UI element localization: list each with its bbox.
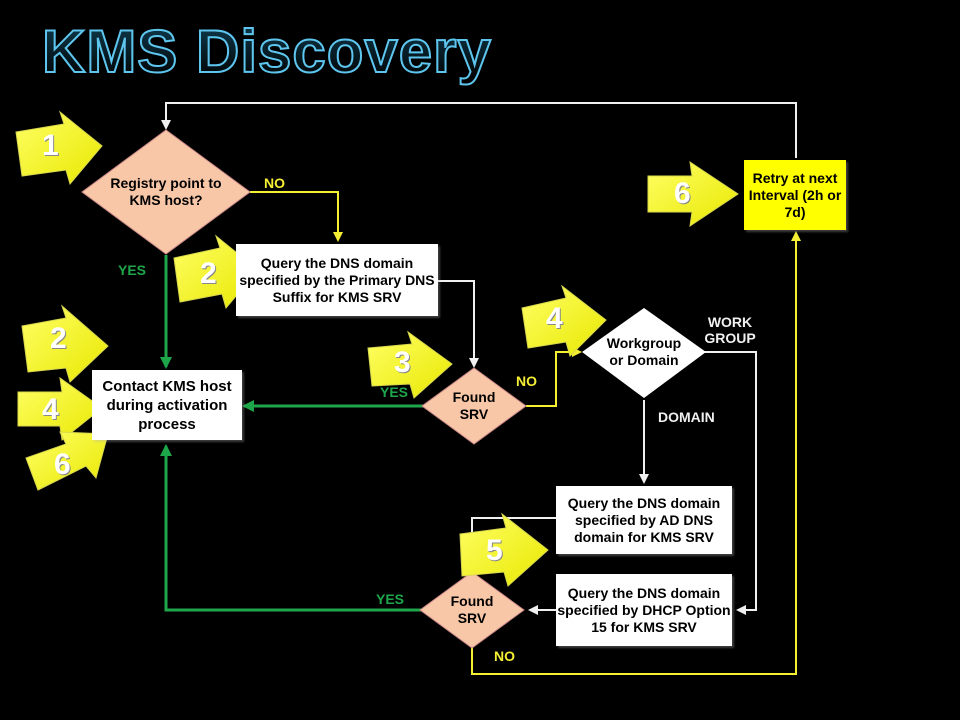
page-title: KMS Discovery xyxy=(41,21,492,83)
callout-number-query-ad: 5 xyxy=(486,534,503,567)
workgroup-decision-diamond xyxy=(582,308,706,398)
edge-found2-yes xyxy=(160,444,424,612)
workgroup-decision-text: Workgroup or Domain xyxy=(606,335,682,368)
retry-box: Retry at next Interval (2h or 7d) xyxy=(744,160,846,230)
callout-arrow-contact-b xyxy=(17,376,103,441)
found-srv-1-label: Found SRV xyxy=(446,388,502,424)
callout-number-query-primary: 2 xyxy=(200,257,217,290)
callout-arrow-registry xyxy=(15,110,103,186)
callout-number-retry: 6 xyxy=(674,177,691,210)
found-srv-1-diamond xyxy=(421,367,527,445)
retry-text: Retry at next Interval (2h or 7d) xyxy=(748,169,842,220)
callout-number-contact-b: 4 xyxy=(42,393,59,426)
callout-arrow-contact-a xyxy=(21,304,109,383)
found-srv-2-text: Found SRV xyxy=(450,593,494,626)
edge-label-workgroup: WORK GROUP xyxy=(704,314,756,346)
callout-arrow-found-srv-1 xyxy=(367,330,453,399)
edge-label-found1-yes: YES xyxy=(380,384,409,400)
query-ad-dns-text: Query the DNS domain specified by AD DNS… xyxy=(567,494,721,545)
query-dhcp-text: Query the DNS domain specified by DHCP O… xyxy=(557,584,731,635)
callout-number-contact-a: 2 xyxy=(50,322,67,355)
callout-arrow-workgroup xyxy=(521,284,607,357)
edge-label-found2-yes: YES xyxy=(376,591,405,607)
edge-found1-no xyxy=(526,347,582,407)
callout-arrow-query-ad xyxy=(459,512,549,587)
callout-arrow-contact-c xyxy=(25,431,109,491)
callout-number-registry: 1 xyxy=(42,129,59,162)
found-srv-2-diamond xyxy=(419,571,525,649)
edge-label-found1-no: NO xyxy=(516,373,537,389)
callout-number-found-srv-1: 3 xyxy=(394,346,411,379)
query-dhcp-box: Query the DNS domain specified by DHCP O… xyxy=(556,574,732,646)
edge-retry-loop xyxy=(161,102,797,158)
contact-kms-box: Contact KMS host during activation proce… xyxy=(92,370,242,440)
edge-label-domain: DOMAIN xyxy=(658,409,715,425)
registry-decision-label: Registry point to KMS host? xyxy=(100,170,232,214)
edge-found2-no xyxy=(471,231,801,675)
edge-label-registry-no: NO xyxy=(264,175,285,191)
edge-registry-no xyxy=(248,191,343,242)
edge-query-primary-to-found xyxy=(438,280,479,368)
workgroup-decision-label: Workgroup or Domain xyxy=(598,334,690,370)
contact-kms-text: Contact KMS host during activation proce… xyxy=(102,377,232,433)
callout-arrow-retry xyxy=(647,160,739,228)
page-title-text: KMS Discovery xyxy=(41,18,492,85)
query-primary-dns-text: Query the DNS domain specified by the Pr… xyxy=(239,254,435,305)
edge-label-found2-no: NO xyxy=(494,648,515,664)
callout-number-contact-c: 6 xyxy=(54,448,71,481)
query-primary-dns-box: Query the DNS domain specified by the Pr… xyxy=(236,244,438,316)
found-srv-2-label: Found SRV xyxy=(444,592,500,628)
callout-number-workgroup: 4 xyxy=(546,302,563,335)
query-ad-dns-box: Query the DNS domain specified by AD DNS… xyxy=(556,486,732,554)
registry-decision-text: Registry point to KMS host? xyxy=(110,175,222,208)
found-srv-1-text: Found SRV xyxy=(452,389,496,422)
edge-label-registry-yes: YES xyxy=(118,262,147,278)
edge-workgroup xyxy=(704,351,757,615)
registry-decision-diamond xyxy=(81,129,251,255)
